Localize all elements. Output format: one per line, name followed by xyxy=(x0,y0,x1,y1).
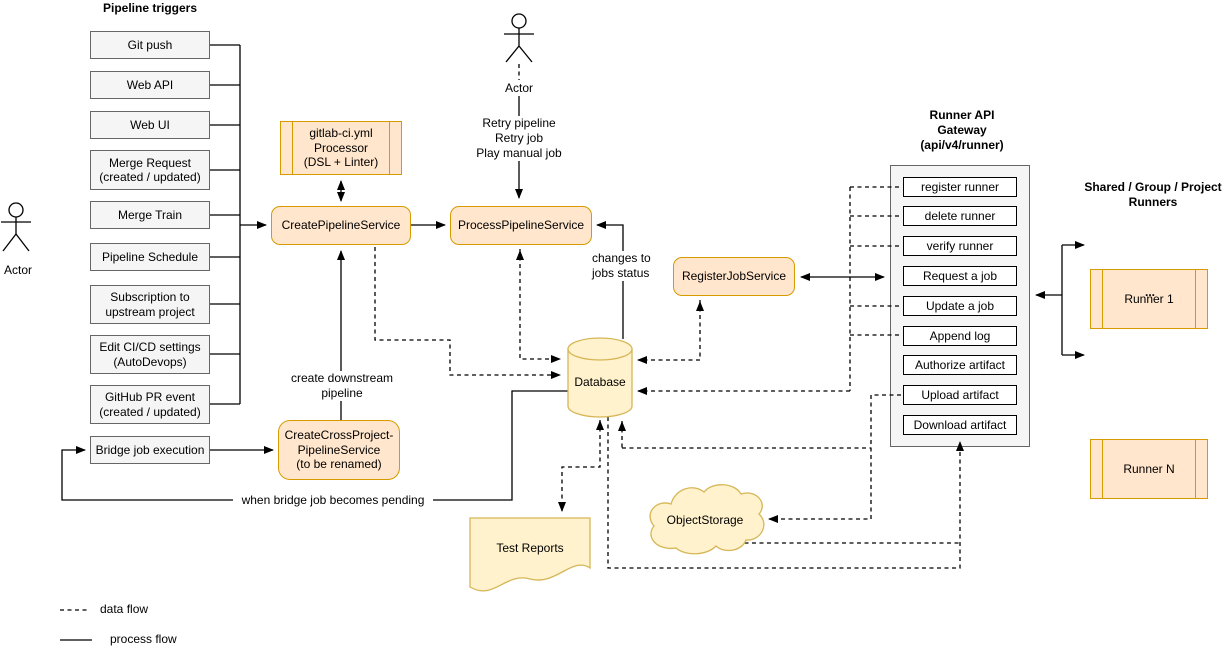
changes-to-jobs-status-label: changes to jobs status xyxy=(592,251,654,281)
endpoint-verify-runner: verify runner xyxy=(903,236,1017,256)
legend-data-flow-label: data flow xyxy=(100,602,149,616)
edge-createpipeline-to-db xyxy=(374,247,561,379)
when-bridge-label: when bridge job becomes pending xyxy=(233,493,433,508)
database-shape xyxy=(567,337,633,418)
edge-db-to-testreports xyxy=(558,420,601,512)
data-flow-edges xyxy=(60,64,964,611)
endpoint-register-runner: register runner xyxy=(903,177,1017,197)
actor-left-figure xyxy=(1,202,31,252)
edge-registerjob-to-db xyxy=(637,300,701,364)
endpoint-request-a-job: Request a job xyxy=(903,266,1017,286)
runners-ellipsis: ... xyxy=(1144,285,1155,299)
edge-db-to-download xyxy=(607,417,964,569)
endpoint-delete-runner: delete runner xyxy=(903,206,1017,226)
process-pipeline-service: ProcessPipelineService xyxy=(450,206,592,245)
trigger-git-push: Git push xyxy=(90,31,210,59)
trigger-merge-request: Merge Request (created / updated) xyxy=(90,150,210,190)
endpoint-update-a-job: Update a job xyxy=(903,296,1017,316)
edge-db-to-processpipeline xyxy=(596,221,624,339)
actor-top-actions-label: Retry pipeline Retry job Play manual job xyxy=(459,116,579,161)
test-reports-label: Test Reports xyxy=(496,541,564,555)
actor-top-figure xyxy=(504,13,534,63)
edge-processpipeline-to-db xyxy=(519,249,561,363)
object-storage-shape xyxy=(649,484,765,555)
endpoint-authorize-artifact: Authorize artifact xyxy=(903,355,1017,375)
actor-left-label: Actor xyxy=(3,263,32,277)
endpoint-download-artifact: Download artifact xyxy=(903,415,1017,435)
database-label: Database xyxy=(574,375,626,389)
legend-process-flow-label: process flow xyxy=(110,632,177,646)
create-cross-project-pipeline-service: CreateCrossProject- PipelineService (to … xyxy=(278,420,400,480)
register-job-service: RegisterJobService xyxy=(673,257,795,296)
trigger-web-api: Web API xyxy=(90,71,210,99)
trigger-edit-cicd: Edit CI/CD settings (AutoDevops) xyxy=(90,335,210,374)
process-flow-edges xyxy=(60,44,1085,641)
create-downstream-label: create downstream pipeline xyxy=(282,371,402,401)
trigger-pipeline-schedule: Pipeline Schedule xyxy=(90,243,210,271)
trigger-subscription: Subscription to upstream project xyxy=(90,285,210,324)
object-storage-label: ObjectStorage xyxy=(666,513,744,527)
test-reports-shape xyxy=(469,517,591,592)
edge-upload-to-objectstorage xyxy=(768,394,901,523)
endpoint-append-log: Append log xyxy=(903,326,1017,346)
gitlab-ci-yml-processor: gitlab-ci.yml Processor (DSL + Linter) xyxy=(280,121,402,175)
runners-title: Shared / Group / Project Runners xyxy=(1084,180,1222,209)
pipeline-triggers-title: Pipeline triggers xyxy=(102,1,198,15)
runner-1: Runner 1 xyxy=(1090,269,1208,329)
trigger-github-pr: GitHub PR event (created / updated) xyxy=(90,385,210,424)
endpoint-upload-artifact: Upload artifact xyxy=(903,385,1017,405)
trigger-web-ui: Web UI xyxy=(90,111,210,139)
create-pipeline-service: CreatePipelineService xyxy=(271,206,411,245)
bridge-job-execution: Bridge job execution xyxy=(90,436,210,464)
runner-n: Runner N xyxy=(1090,439,1208,499)
trigger-merge-train: Merge Train xyxy=(90,201,210,229)
actor-top-label: Actor xyxy=(497,81,541,96)
gateway-title: Runner API Gateway (api/v4/runner) xyxy=(920,108,1004,152)
